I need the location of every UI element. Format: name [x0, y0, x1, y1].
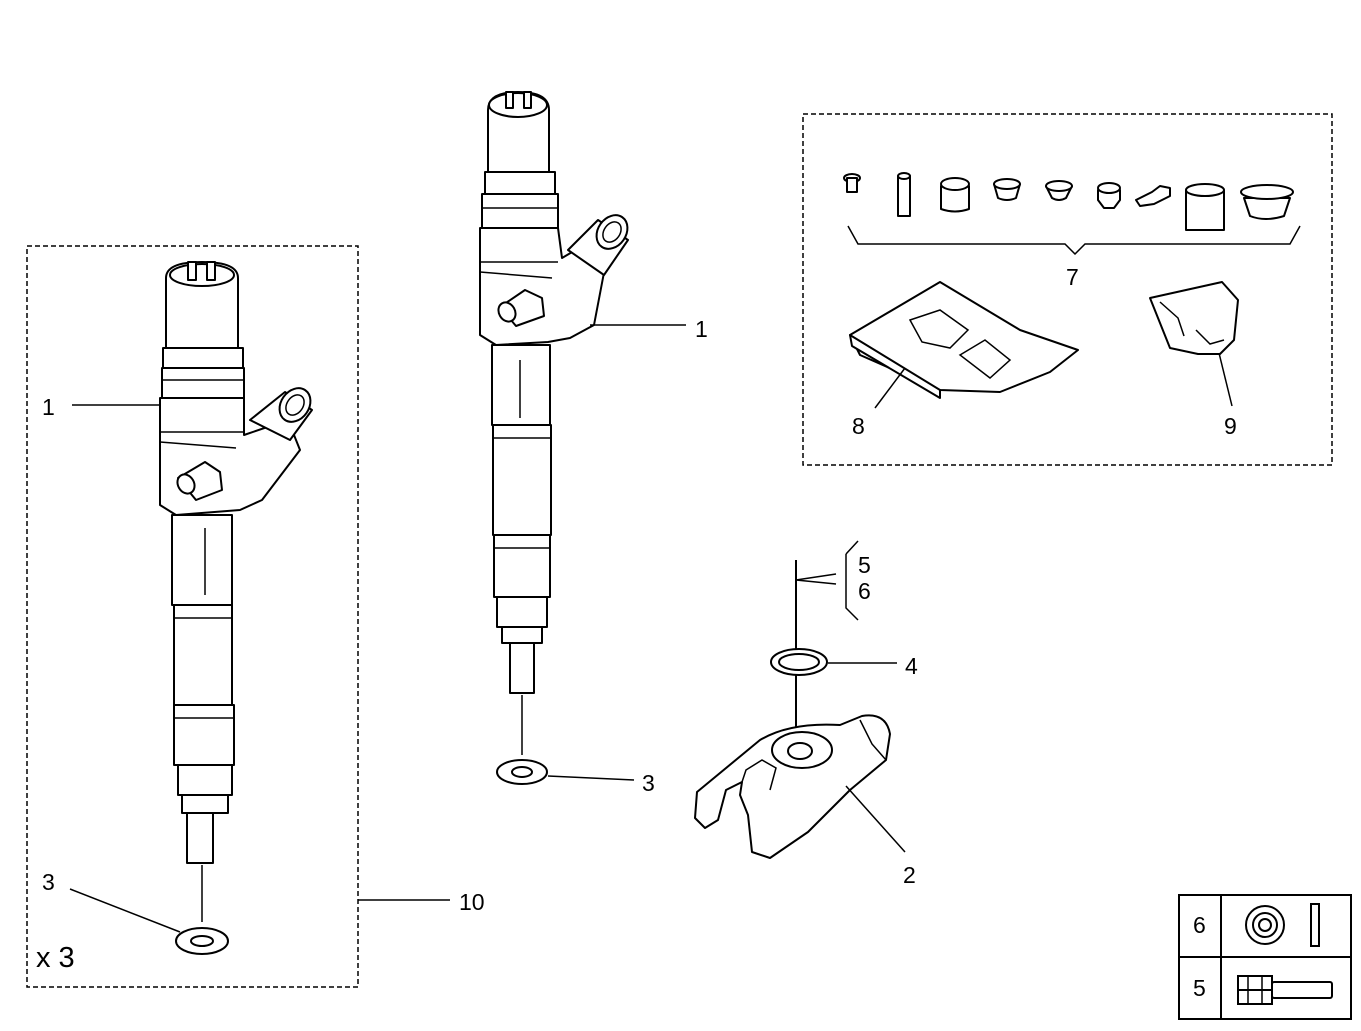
left-injector — [159, 261, 313, 922]
center-washer-3 — [496, 759, 548, 785]
callout-center-washer-3: 3 — [642, 770, 655, 796]
legend-table: 6 5 — [1178, 894, 1352, 1020]
callout-center-injector-1: 1 — [695, 316, 708, 342]
callout-seal-ring-4: 4 — [905, 653, 918, 679]
grease-sachet-9 — [1149, 281, 1239, 355]
callout-kit-10: 10 — [459, 889, 485, 915]
callout-paste-packet-8: 8 — [852, 413, 865, 439]
callout-bolt-5: 5 — [858, 552, 871, 578]
paste-packet-8 — [849, 281, 1079, 399]
callout-grease-sachet-9: 9 — [1224, 413, 1237, 439]
legend-row-6-number: 6 — [1193, 912, 1206, 938]
clamp-2 — [694, 714, 891, 859]
callout-left-washer-3: 3 — [42, 869, 55, 895]
callout-washer-6: 6 — [858, 578, 871, 604]
legend-row-5-number: 5 — [1193, 975, 1206, 1001]
washer-icon — [1245, 903, 1320, 947]
seal-ring-4 — [770, 648, 828, 676]
callout-small-parts-kit-7: 7 — [1066, 264, 1079, 290]
quantity-label: x 3 — [36, 942, 75, 974]
kit-7-dashed-frame — [802, 113, 1333, 466]
bolt-icon — [1237, 975, 1333, 1005]
center-injector — [479, 91, 629, 755]
callout-left-injector-1: 1 — [42, 394, 55, 420]
small-parts-row — [843, 172, 1294, 231]
left-washer-3 — [175, 927, 229, 955]
callout-clamp-2: 2 — [903, 862, 916, 888]
